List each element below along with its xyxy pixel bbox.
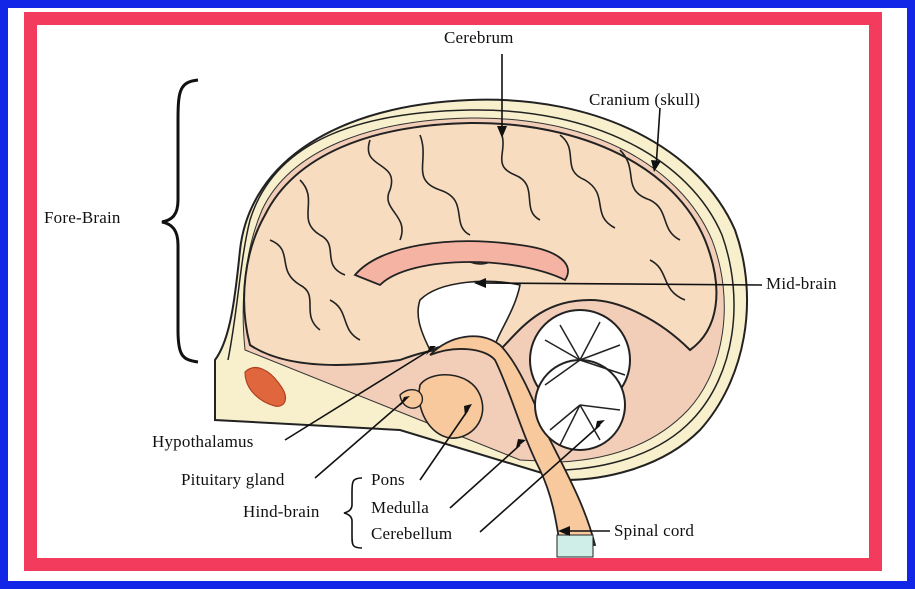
hind-brain-brace — [344, 478, 362, 548]
cerebellum-label: Cerebellum — [371, 524, 452, 544]
hypothalamus-label: Hypothalamus — [152, 432, 254, 452]
pituitary-label: Pituitary gland — [181, 470, 285, 490]
cerebrum-label: Cerebrum — [444, 28, 514, 48]
mid-brain-label: Mid-brain — [766, 274, 837, 294]
cerebellum-shape — [530, 310, 630, 450]
fore-brain-brace — [162, 80, 198, 362]
hind-brain-label: Hind-brain — [243, 502, 320, 522]
spinal-cord-label: Spinal cord — [614, 521, 694, 541]
pons-label: Pons — [371, 470, 405, 490]
fore-brain-label: Fore-Brain — [44, 208, 121, 228]
medulla-label: Medulla — [371, 498, 429, 518]
cranium-label: Cranium (skull) — [589, 90, 700, 110]
spinal-cord-tip — [557, 535, 593, 557]
